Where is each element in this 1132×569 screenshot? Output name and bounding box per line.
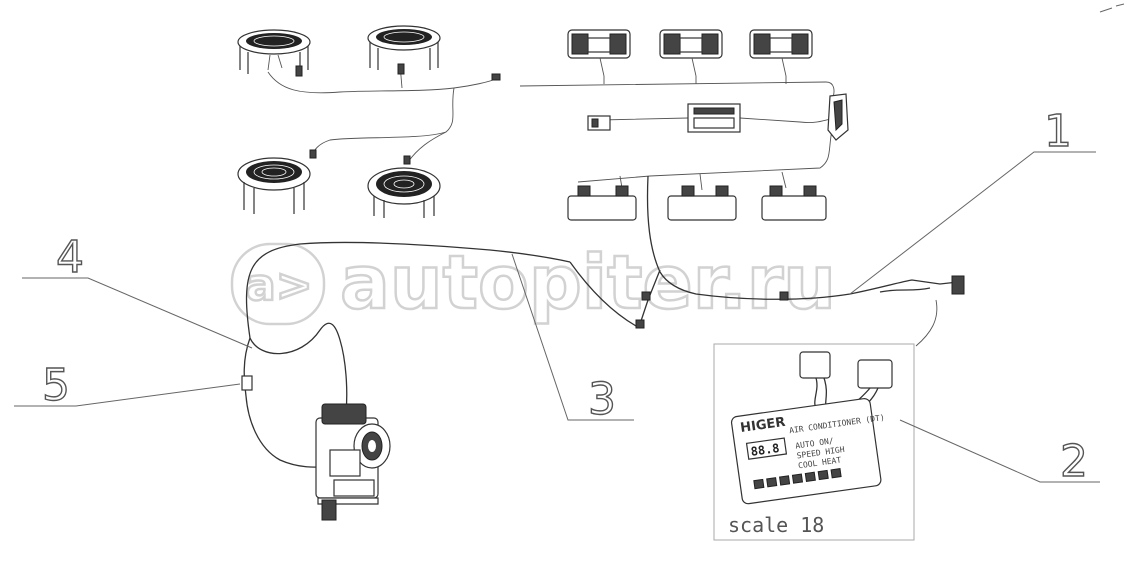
condenser-fan-bottom-right [367, 167, 441, 218]
evaporator-blower-3 [749, 29, 813, 77]
corner-mark [1099, 3, 1125, 13]
evaporator-blower-1 [567, 29, 631, 77]
panel-brand: HIGER [739, 415, 786, 436]
control-panel-detail: HIGER AIR CONDITIONER (DT) 88.8 AUTO ON/… [713, 343, 915, 541]
condenser-fan-top-left [237, 29, 311, 74]
detail-scale-label: scale 18 [728, 513, 824, 537]
callout-1-number: 1 [1044, 106, 1072, 157]
callout-5-number: 5 [42, 360, 70, 411]
callout-3: 3 [511, 253, 634, 426]
compressor [315, 403, 391, 521]
relay-module [587, 115, 611, 131]
condenser-fan-bottom-left [237, 157, 311, 214]
blower-motor-3 [761, 185, 827, 221]
fan-harness [267, 63, 501, 165]
control-panel-face: HIGER AIR CONDITIONER (DT) 88.8 AUTO ON/… [730, 398, 885, 505]
condenser-fan-top-right [367, 25, 441, 70]
watermark-logo-text: a> [246, 260, 313, 311]
callout-4-number: 4 [56, 232, 84, 283]
watermark-logo-frame [230, 242, 326, 326]
panel-connectors [799, 351, 893, 417]
main-harness [519, 76, 835, 191]
callout-1: 1 [849, 105, 1096, 295]
callout-2: 2 [899, 419, 1100, 488]
watermark: a> autopiter.ru [230, 239, 837, 327]
control-module [687, 103, 741, 133]
blower-motor-2 [667, 185, 737, 221]
callout-4: 4 [22, 231, 253, 349]
evaporator-blower-2 [659, 29, 723, 77]
callout-5: 5 [14, 359, 241, 412]
panel-digits: 88.8 [750, 441, 781, 459]
callout-2-number: 2 [1060, 436, 1088, 487]
harness-connector-plate [827, 93, 849, 141]
watermark-site-text: autopiter.ru [340, 240, 836, 326]
compressor-harness [241, 175, 965, 468]
blower-motor-1 [567, 185, 637, 221]
callout-3-number: 3 [588, 374, 616, 425]
panel-buttons [753, 468, 842, 490]
